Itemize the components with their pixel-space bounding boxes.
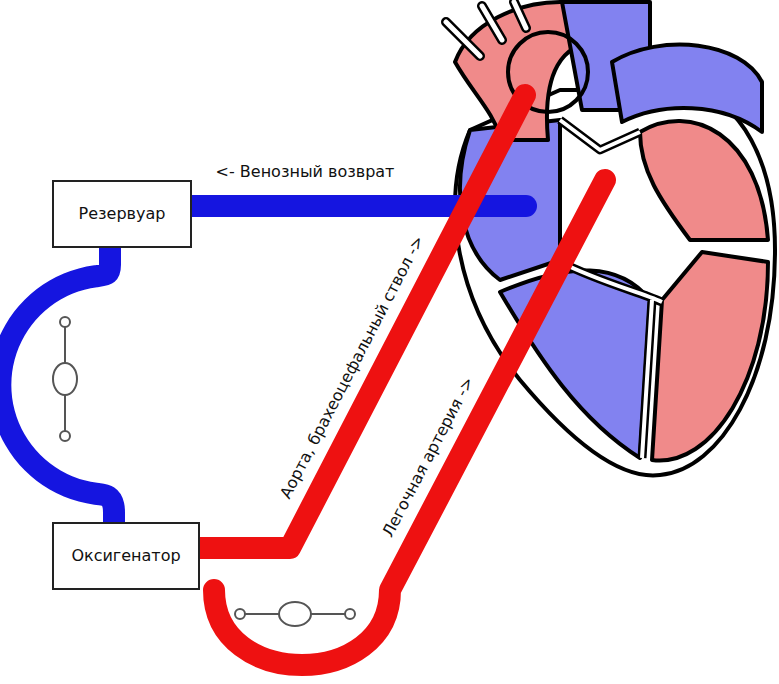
tube-label: <- Венозный возврат — [214, 162, 397, 181]
tube-label: Аорта, брахеоцефальный ствол -> — [275, 231, 429, 504]
tubes — [192, 95, 605, 665]
box-label: Резервуар — [79, 204, 166, 223]
process-box: Оксигенатор — [52, 522, 200, 590]
tube-label: Легочная артерия -> — [377, 372, 479, 542]
pump-symbol — [53, 317, 77, 441]
blood-tube — [0, 248, 114, 522]
box-label: Оксигенатор — [71, 546, 180, 565]
pump-symbol — [235, 602, 355, 626]
aorta-tube — [200, 95, 525, 548]
pulmonary-tube — [214, 180, 605, 665]
process-box: Резервуар — [52, 180, 192, 248]
